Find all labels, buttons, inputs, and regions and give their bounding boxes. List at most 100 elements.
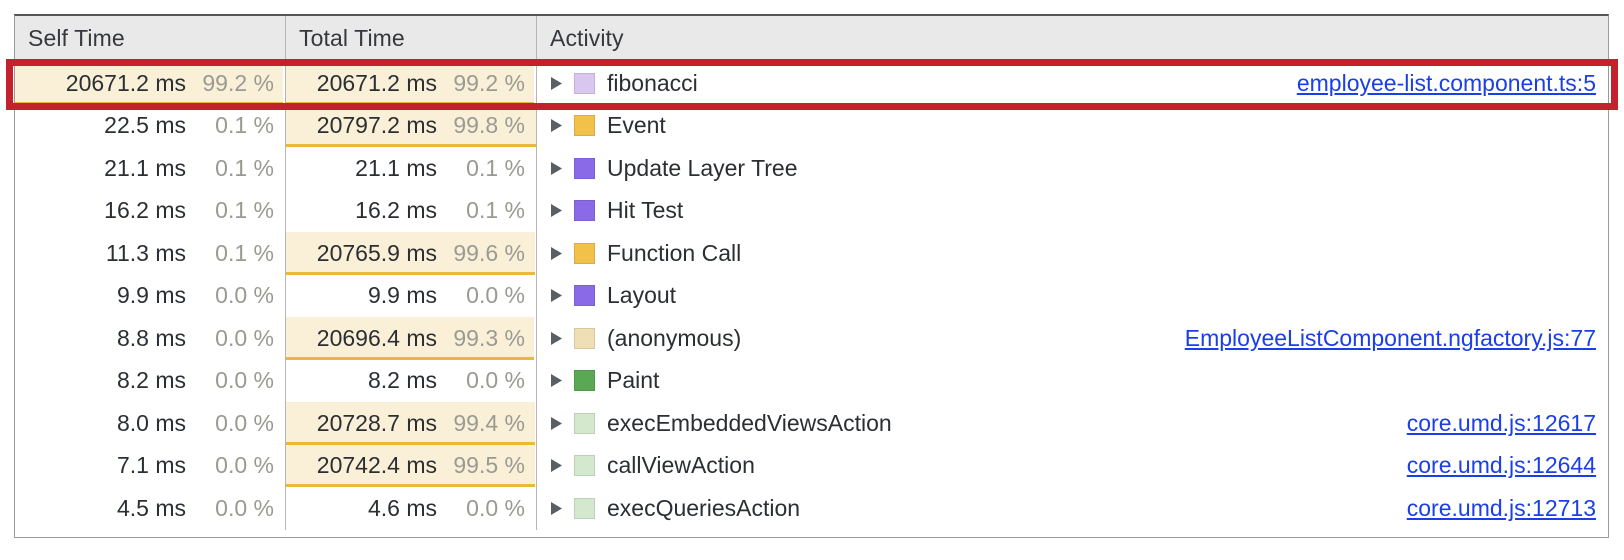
self-time-value: 11.3 ms [105, 239, 186, 266]
self-time-percent: 0.1 % [215, 239, 274, 266]
total-time-value: 16.2 ms [355, 197, 437, 224]
profile-table: Self Time Total Time Activity 20671.2 ms… [14, 14, 1609, 538]
column-header-total-time[interactable]: Total Time [286, 16, 537, 61]
disclosure-triangle-icon[interactable] [548, 75, 565, 92]
disclosure-triangle-icon[interactable] [548, 202, 565, 219]
cell-activity[interactable]: Hit Test [537, 190, 1608, 233]
total-time-percent: 99.3 % [453, 324, 525, 351]
cell-activity[interactable]: Event [537, 105, 1608, 148]
activity-name: Paint [607, 367, 660, 394]
cell-self-time[interactable]: 7.1 ms 0.0 % [15, 444, 286, 487]
self-time-percent: 0.0 % [215, 494, 274, 521]
total-time-value: 20696.4 ms [316, 324, 437, 351]
activity-color-swatch [574, 242, 595, 264]
cell-activity[interactable]: (anonymous)EmployeeListComponent.ngfacto… [537, 317, 1608, 360]
disclosure-triangle-icon[interactable] [548, 287, 565, 304]
cell-total-time[interactable]: 16.2 ms 0.1 % [286, 189, 537, 232]
cell-activity[interactable]: Update Layer Tree [537, 147, 1608, 190]
cell-activity[interactable]: execEmbeddedViewsAction core.umd.js:12617 [537, 402, 1608, 445]
total-time-value: 20671.2 ms [316, 69, 437, 96]
disclosure-triangle-icon[interactable] [548, 160, 565, 177]
cell-total-time[interactable]: 4.6 ms 0.0 % [286, 487, 537, 530]
total-time-percent: 0.0 % [466, 367, 525, 394]
disclosure-triangle-icon[interactable] [548, 245, 565, 262]
self-time-percent: 0.0 % [215, 452, 274, 479]
column-header-activity[interactable]: Activity [537, 16, 1608, 61]
total-time-value: 20728.7 ms [316, 409, 437, 436]
disclosure-triangle-icon[interactable] [548, 457, 565, 474]
column-header-self-time-label: Self Time [28, 25, 125, 51]
percent-bar [286, 232, 535, 275]
disclosure-triangle-icon[interactable] [548, 500, 565, 517]
disclosure-triangle-icon[interactable] [548, 372, 565, 389]
disclosure-triangle-icon[interactable] [548, 117, 565, 134]
self-time-percent: 0.0 % [215, 324, 274, 351]
activity-name: execEmbeddedViewsAction [607, 409, 892, 436]
percent-bar [286, 444, 535, 487]
column-header-self-time[interactable]: Self Time [15, 16, 286, 61]
cell-total-time[interactable]: 21.1 ms 0.1 % [286, 147, 537, 190]
activity-name: execQueriesAction [607, 494, 801, 521]
total-time-percent: 99.4 % [453, 409, 525, 436]
disclosure-triangle-icon[interactable] [548, 330, 565, 347]
activity-color-swatch [574, 157, 595, 179]
total-time-percent: 0.1 % [466, 154, 525, 181]
cell-activity[interactable]: Layout [537, 275, 1608, 318]
cell-activity[interactable]: Paint [537, 360, 1608, 403]
source-link[interactable]: core.umd.js:12617 [1406, 409, 1596, 436]
activity-name: Function Call [607, 239, 742, 266]
activity-name: Hit Test [607, 197, 684, 224]
cell-activity[interactable]: Function Call [537, 232, 1608, 275]
cell-activity[interactable]: execQueriesAction core.umd.js:12713 [537, 487, 1608, 530]
source-link[interactable]: EmployeeListComponent.ngfactory.js:77 [1184, 324, 1596, 351]
source-link[interactable]: core.umd.js:12644 [1406, 452, 1596, 479]
activity-name: Event [607, 112, 666, 139]
self-time-value: 7.1 ms [116, 452, 186, 479]
total-time-value: 4.6 ms [367, 494, 437, 521]
cell-self-time[interactable]: 11.3 ms 0.1 % [15, 232, 286, 275]
self-time-percent: 0.1 % [215, 197, 274, 224]
cell-self-time[interactable]: 22.5 ms 0.1 % [15, 104, 286, 147]
self-time-value: 22.5 ms [104, 112, 186, 139]
total-time-value: 21.1 ms [355, 154, 437, 181]
source-link[interactable]: employee-list.component.ts:5 [1296, 69, 1596, 96]
disclosure-triangle-icon[interactable] [548, 415, 565, 432]
source-link[interactable]: core.umd.js:12713 [1406, 494, 1596, 521]
percent-bar [286, 104, 536, 147]
cell-total-time[interactable]: 20728.7 ms 99.4 % [286, 402, 537, 445]
total-time-percent: 0.1 % [466, 197, 525, 224]
total-time-percent: 0.0 % [466, 494, 525, 521]
cell-total-time[interactable]: 20696.4 ms 99.3 % [286, 317, 537, 360]
self-time-value: 8.2 ms [116, 367, 186, 394]
activity-color-swatch [574, 285, 595, 307]
self-time-percent: 0.1 % [215, 112, 274, 139]
